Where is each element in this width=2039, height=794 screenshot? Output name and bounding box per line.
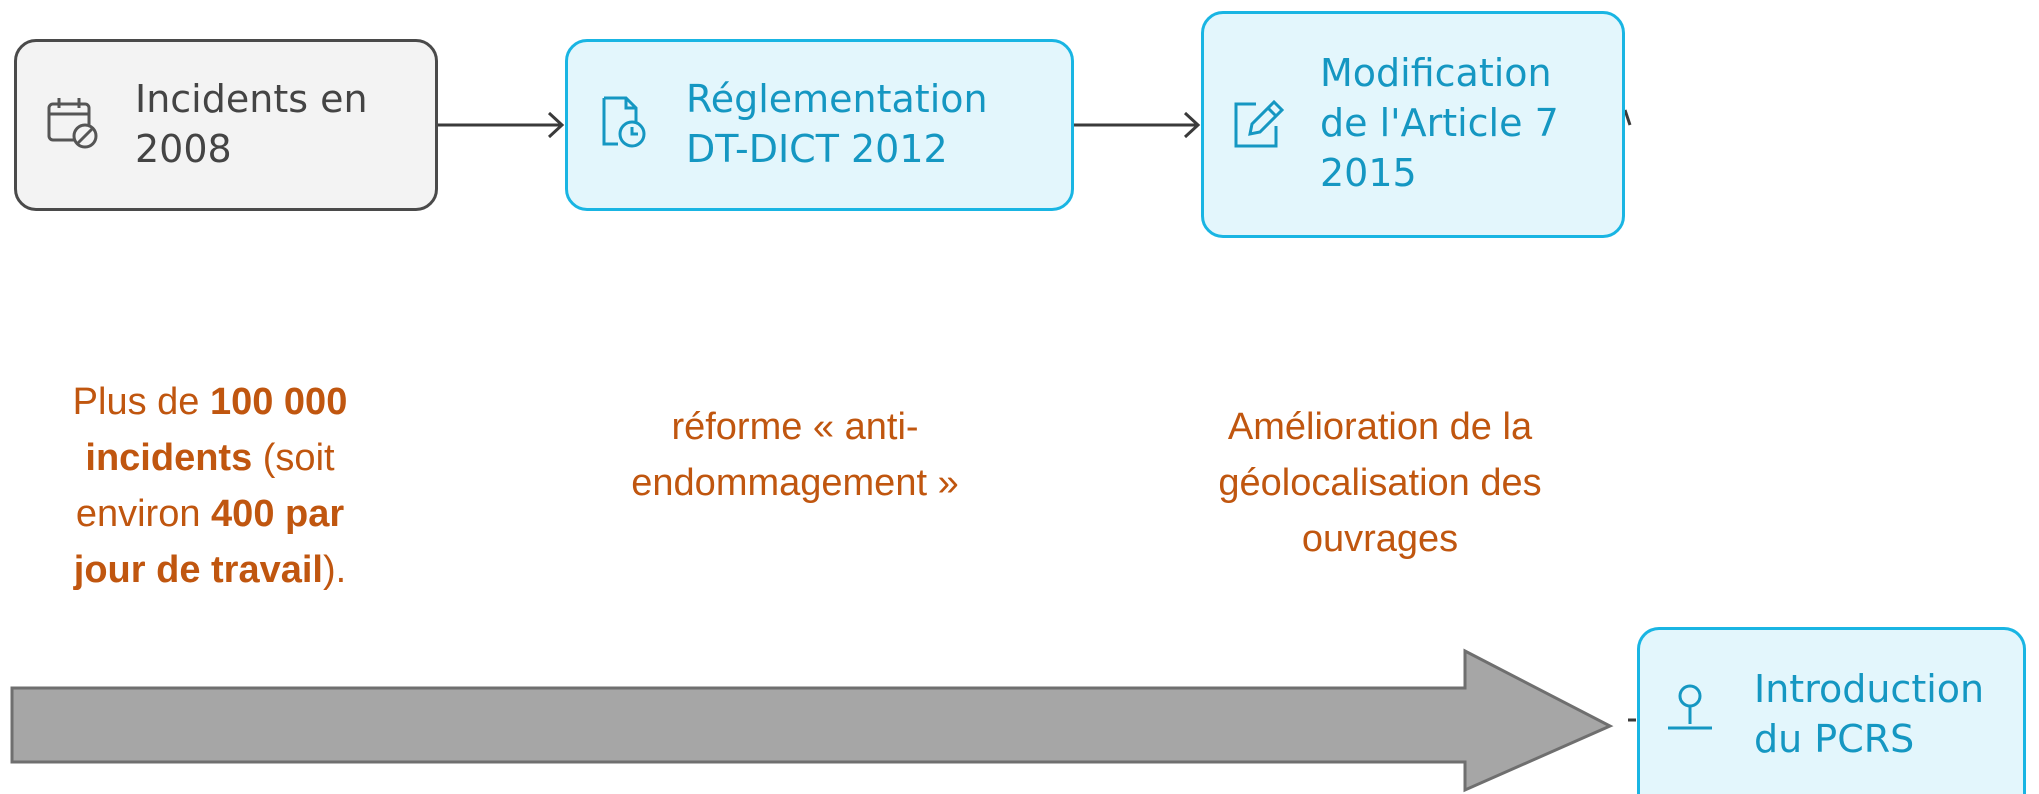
calendar-off-icon	[47, 98, 98, 149]
caption-bold: jour de travail	[73, 549, 323, 591]
map-pin-icon	[1668, 684, 1712, 730]
caption-line: endommagement »	[631, 462, 959, 504]
node-modification-article-7-2015: Modification de l'Article 7 2015	[1201, 11, 1625, 238]
caption-line: géolocalisation des	[1218, 462, 1542, 504]
timeline-big-arrow	[10, 648, 1614, 793]
node-label: Réglementation DT-DICT 2012	[686, 77, 988, 171]
caption-line: ouvrages	[1301, 518, 1459, 560]
node-label: Incidents en 2008	[135, 77, 368, 171]
caption-reforme: réforme « anti- endommagement »	[560, 399, 1030, 511]
connector-stub-3	[1623, 109, 1632, 126]
node-label: Introduction du PCRS	[1754, 667, 1985, 761]
node-introduction-pcrs: Introduction du PCRS	[1637, 627, 2026, 794]
edit-pen-icon	[1234, 99, 1285, 148]
caption-line: Amélioration de la	[1227, 406, 1533, 448]
caption-line: réforme « anti-	[671, 406, 919, 448]
caption-geolocalisation: Amélioration de la géolocalisation des o…	[1150, 399, 1610, 567]
arrowhead-1-2	[547, 111, 565, 139]
caption-text: ).	[322, 549, 347, 591]
arrowhead-2-3	[1183, 111, 1201, 139]
caption-incidents: Plus de 100 000 incidents (soit environ …	[30, 374, 390, 598]
node-incidents-2008: Incidents en 2008	[14, 39, 438, 211]
document-clock-icon	[602, 96, 646, 148]
caption-text: (soit	[252, 437, 335, 479]
caption-text: Plus de	[72, 381, 210, 423]
node-reglementation-dt-dict-2012: Réglementation DT-DICT 2012	[565, 39, 1074, 211]
caption-bold: 100 000	[209, 381, 348, 423]
caption-bold: incidents	[85, 437, 253, 479]
node-label: Modification de l'Article 7 2015	[1320, 51, 1559, 195]
caption-text: environ	[75, 493, 212, 535]
caption-bold: 400 par	[211, 493, 345, 535]
